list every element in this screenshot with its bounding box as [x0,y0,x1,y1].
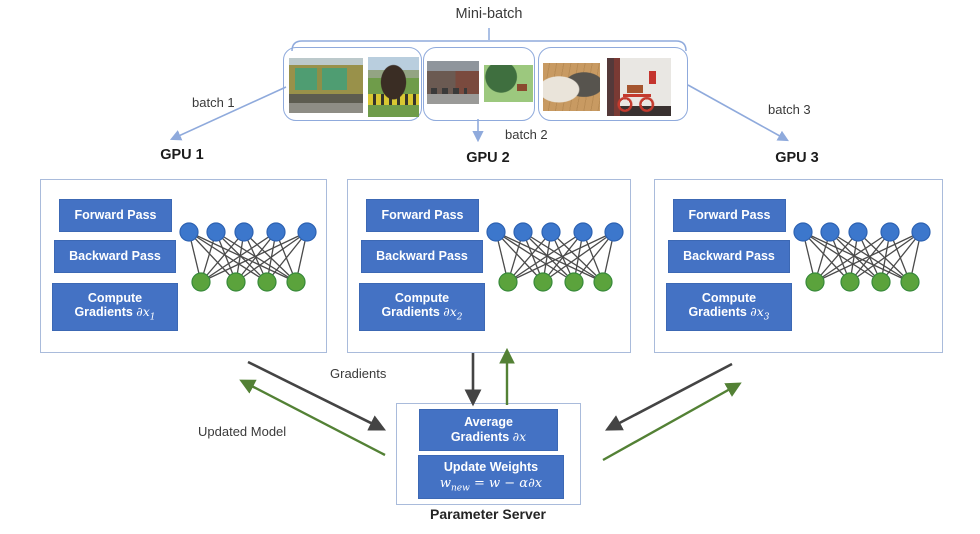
photo-two-cats-on-wooden-floor [543,63,600,111]
mini-batch-title: Mini-batch [455,6,523,22]
compute-gradients-box: Compute Gradients ∂x2 [359,283,485,331]
average-line2: Gradients ∂x [450,429,527,444]
parameter-server-box: Average Gradients ∂x Update Weights wnew… [396,403,581,505]
gpu-3-card: Forward Pass Backward Pass Compute Gradi… [654,179,943,353]
partial-x-symbol: ∂x [512,429,527,444]
arrow-updated-model-server-to-gpu1 [239,379,386,457]
partial-x-symbol: ∂x [443,304,457,320]
forward-pass-box: Forward Pass [673,199,786,232]
backward-pass-box: Backward Pass [54,240,176,273]
batch-1-label: batch 1 [192,95,235,110]
photo-red-bicycle-with-fire-hydrant [607,58,671,116]
batch-group-2 [423,47,535,121]
photo-street-with-brick-buildings [427,61,479,104]
batch-3-label: batch 3 [768,102,811,117]
compute-gradients-box: Compute Gradients ∂x3 [666,283,792,331]
gradients-arrow-label: Gradients [330,366,387,381]
update-line1: Update Weights [443,460,539,475]
photo-cow-under-tree [484,65,533,102]
photo-horse-jumping-obstacle [368,57,419,117]
forward-pass-box: Forward Pass [366,199,479,232]
compute-line2: Gradients ∂x2 [381,304,463,323]
updated-model-arrow-label: Updated Model [198,424,287,439]
gpu-1-card: Forward Pass Backward Pass Compute Gradi… [40,179,327,353]
gpu-3-title: GPU 3 [775,150,819,166]
gpu-2-card: Forward Pass Backward Pass Compute Gradi… [347,179,631,353]
arrow-updated-model-server-to-gpu3 [602,382,742,462]
batch-group-1 [283,47,422,121]
arrow-gradients-gpu3-to-server [605,362,733,431]
average-gradients-box: Average Gradients ∂x [419,409,558,451]
compute-line1: Compute [87,290,143,305]
batch-2-label: batch 2 [505,127,548,142]
compute-line1: Compute [701,290,757,305]
compute-line1: Compute [394,290,450,305]
partial-x-symbol: ∂x [750,304,764,320]
compute-line2: Gradients ∂x3 [688,304,770,323]
gpu-2-title: GPU 2 [466,150,510,166]
forward-pass-box: Forward Pass [59,199,172,232]
partial-x-symbol: ∂x [136,304,150,320]
backward-pass-box: Backward Pass [361,240,483,273]
batch-group-3 [538,47,688,121]
neural-network-graphic [486,222,624,292]
gpu-1-title: GPU 1 [160,147,204,163]
update-formula: wnew = w − α∂x [439,475,543,494]
average-line1: Average [464,415,513,430]
neural-network-graphic [179,222,317,292]
compute-gradients-box: Compute Gradients ∂x1 [52,283,178,331]
neural-network-graphic [793,222,931,292]
photo-building-with-greenhouse [289,58,363,113]
update-weights-box: Update Weights wnew = w − α∂x [418,455,564,499]
compute-line2: Gradients ∂x1 [74,304,156,323]
parameter-server-caption: Parameter Server [430,506,546,522]
backward-pass-box: Backward Pass [668,240,790,273]
